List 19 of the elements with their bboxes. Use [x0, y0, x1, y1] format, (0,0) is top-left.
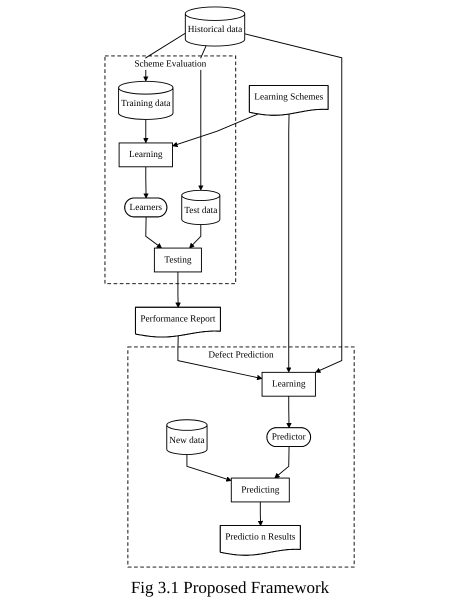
arrow — [286, 396, 292, 428]
arrow — [198, 45, 208, 191]
arrow — [190, 224, 202, 248]
arrow — [172, 114, 259, 148]
arrow — [286, 114, 292, 373]
arrow — [146, 216, 162, 248]
arrow — [258, 501, 264, 526]
arrow — [244, 33, 343, 373]
node-box: Testing — [154, 248, 202, 272]
node-box: Predicting — [231, 478, 290, 502]
caption: Fig 3.1 Proposed Framework — [130, 578, 330, 598]
arrow — [274, 446, 290, 478]
node-box: Learning — [262, 372, 316, 397]
arrow — [144, 166, 150, 199]
node-box: Learning — [119, 142, 174, 168]
arrow — [178, 336, 263, 380]
arrow — [186, 454, 232, 482]
arrow — [176, 271, 182, 308]
arrow — [144, 118, 149, 144]
